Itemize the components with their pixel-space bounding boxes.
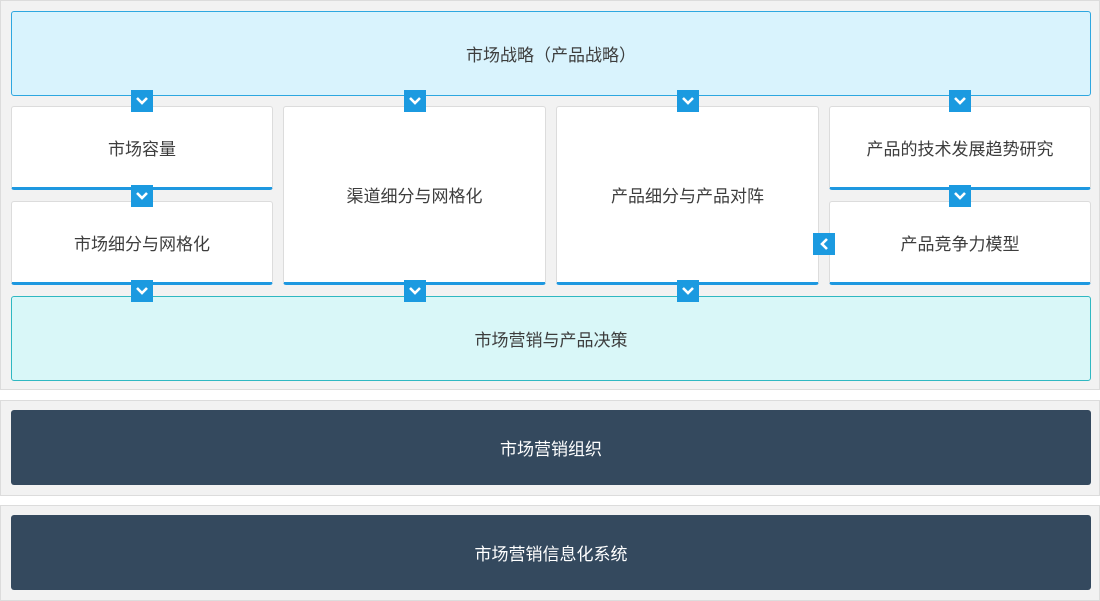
market-segmentation-box: 市场细分与网格化 <box>11 201 273 285</box>
market-segmentation-label: 市场细分与网格化 <box>74 234 210 255</box>
marketing-organization-bar: 市场营销组织 <box>11 410 1091 485</box>
marketing-info-system-bar: 市场营销信息化系统 <box>11 515 1091 590</box>
market-capacity-label: 市场容量 <box>108 139 176 160</box>
chevron-down-icon <box>131 90 153 112</box>
competitiveness-model-box: 产品竞争力模型 <box>829 201 1091 285</box>
chevron-down-icon <box>677 280 699 302</box>
chevron-down-icon <box>131 185 153 207</box>
tech-trend-box: 产品的技术发展趋势研究 <box>829 106 1091 190</box>
competitiveness-model-label: 产品竞争力模型 <box>900 234 1020 255</box>
market-strategy-label: 市场战略（产品战略） <box>466 46 636 66</box>
strategy-flow-panel: 市场战略（产品战略） 市场容量 市场细分与网格化 渠道细分与网格化 产品细分与产… <box>0 0 1100 390</box>
market-capacity-box: 市场容量 <box>11 106 273 190</box>
info-system-panel: 市场营销信息化系统 <box>0 505 1100 601</box>
chevron-down-icon <box>131 280 153 302</box>
tech-trend-label: 产品的技术发展趋势研究 <box>866 139 1054 160</box>
chevron-down-icon <box>949 90 971 112</box>
chevron-down-icon <box>404 90 426 112</box>
marketing-info-system-label: 市场营销信息化系统 <box>474 545 628 565</box>
channel-segmentation-box: 渠道细分与网格化 <box>283 106 546 285</box>
organization-panel: 市场营销组织 <box>0 400 1100 496</box>
marketing-organization-label: 市场营销组织 <box>500 440 602 460</box>
chevron-down-icon <box>677 90 699 112</box>
marketing-decision-box: 市场营销与产品决策 <box>11 296 1091 381</box>
product-matrix-label: 产品细分与产品对阵 <box>611 187 764 207</box>
chevron-down-icon <box>404 280 426 302</box>
marketing-decision-label: 市场营销与产品决策 <box>474 331 628 351</box>
channel-segmentation-label: 渠道细分与网格化 <box>346 187 483 207</box>
chevron-left-icon <box>813 233 835 255</box>
product-matrix-box: 产品细分与产品对阵 <box>556 106 819 285</box>
market-strategy-box: 市场战略（产品战略） <box>11 11 1091 96</box>
chevron-down-icon <box>949 185 971 207</box>
